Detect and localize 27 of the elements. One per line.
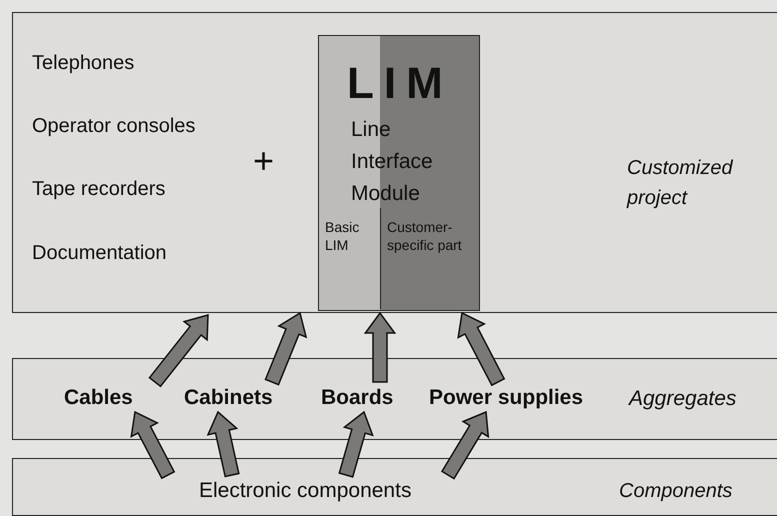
aggregate-label: Power supplies [429,386,584,410]
block-arrow [264,312,308,386]
item-label: Documentation [32,242,167,265]
item-label: Tape recorders [32,178,166,201]
block-arrow [338,410,374,478]
part-label: Customer- specific part [387,218,463,254]
block-arrow [148,314,209,388]
layer-title: Components [619,479,732,503]
block-arrow [364,312,396,383]
item-label: Operator consoles [32,115,196,138]
project-band [12,12,777,313]
components-band [12,458,777,516]
aggregate-label: Boards [321,386,394,410]
block-arrow [206,410,240,478]
item-label: Telephones [32,52,134,75]
module-box [318,35,480,311]
block-arrow [457,312,506,386]
block-arrow [130,410,176,480]
part-label: Basic LIM [325,218,360,254]
aggregates-band [12,358,777,440]
plus-sign: + [253,140,274,182]
layer-title: Customized project [627,156,734,211]
source-label: Electronic components [199,479,412,503]
aggregate-label: Cabinets [184,386,273,410]
layer-title: Aggregates [629,386,736,412]
aggregate-label: Cables [64,386,133,410]
block-arrow [440,410,490,480]
